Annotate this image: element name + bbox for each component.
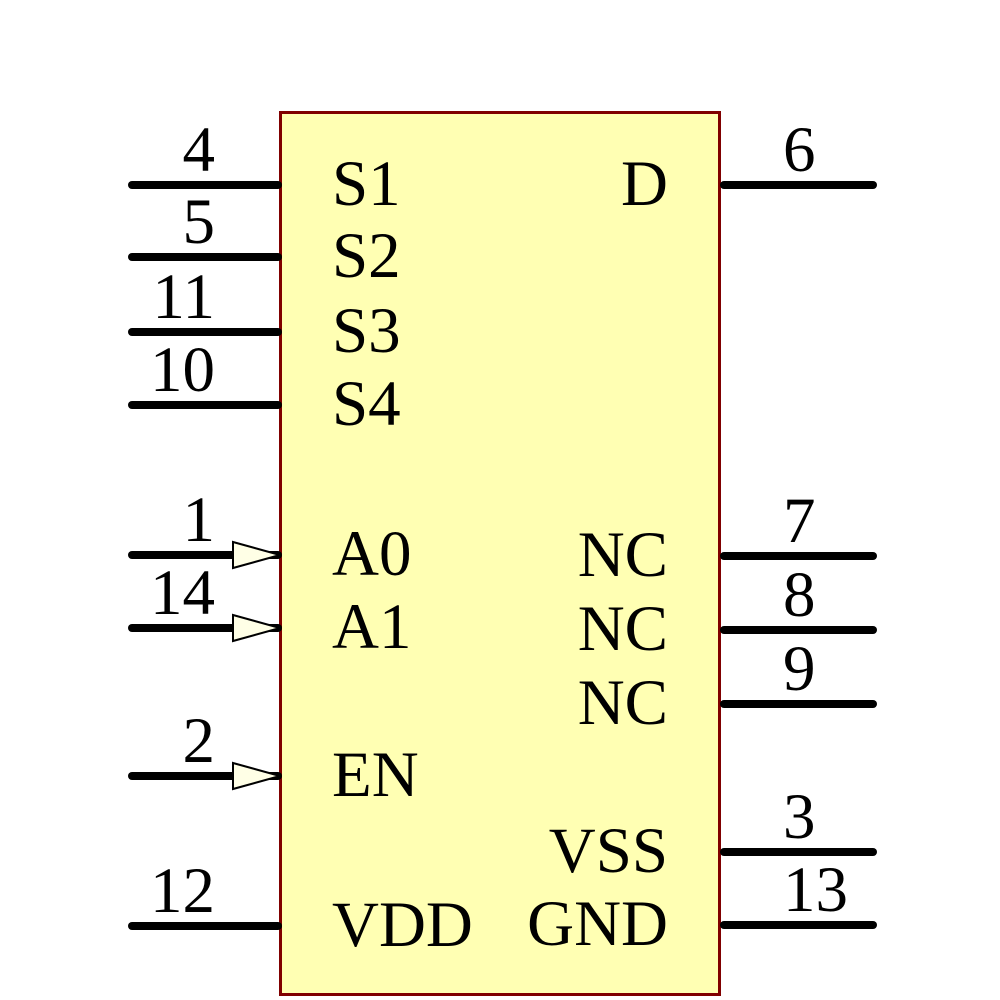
pin-wire — [128, 328, 282, 336]
pin-number: 14 — [150, 557, 215, 629]
pin-label: GND — [527, 888, 668, 960]
pin-number: 8 — [783, 559, 816, 631]
input-arrow-icon — [232, 761, 281, 791]
pin-number: 7 — [783, 485, 816, 557]
pin-wire — [128, 624, 282, 632]
pin-wire — [720, 848, 877, 856]
pin-number: 12 — [150, 855, 215, 927]
pin-label: S1 — [332, 148, 401, 220]
input-arrow-icon — [232, 613, 281, 643]
pin-wire — [720, 181, 877, 189]
pin-number: 6 — [783, 114, 816, 186]
pin-label: A0 — [332, 518, 412, 590]
input-arrow-icon — [232, 540, 281, 570]
pin-number: 11 — [152, 261, 215, 333]
pin-wire — [128, 181, 282, 189]
pin-number: 10 — [150, 334, 215, 406]
pin-number: 9 — [783, 633, 816, 705]
pin-wire — [128, 551, 282, 559]
pin-label: VDD — [332, 889, 473, 961]
pin-wire — [128, 253, 282, 261]
pin-label: S3 — [332, 295, 401, 367]
ic-body — [279, 111, 721, 996]
pin-label: S2 — [332, 220, 401, 292]
pin-wire — [128, 401, 282, 409]
pin-label: NC — [577, 593, 668, 665]
pin-wire — [720, 552, 877, 560]
pin-number: 3 — [783, 781, 816, 853]
pin-number: 5 — [182, 186, 216, 258]
pin-number: 2 — [182, 705, 216, 777]
pin-number: 13 — [783, 854, 848, 926]
pin-number: 1 — [182, 484, 216, 556]
pin-wire — [128, 772, 282, 780]
pin-wire — [720, 626, 877, 634]
pin-label: NC — [577, 667, 668, 739]
pin-wire — [720, 921, 877, 929]
pin-wire — [720, 700, 877, 708]
pin-wire — [128, 922, 282, 930]
pin-number: 4 — [182, 114, 216, 186]
pin-label: EN — [332, 739, 419, 811]
pin-label: S4 — [332, 368, 401, 440]
pin-label: A1 — [332, 591, 412, 663]
pin-label: VSS — [548, 815, 668, 887]
pin-label: D — [621, 148, 668, 220]
pin-label: NC — [577, 519, 668, 591]
